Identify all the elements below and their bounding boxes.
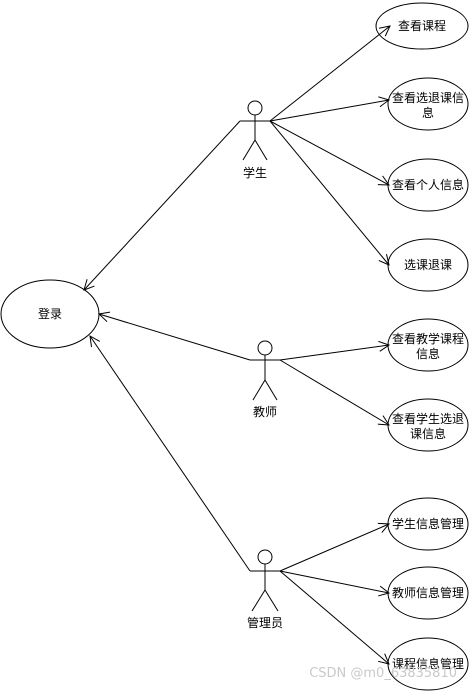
- student-login-link: [84, 120, 241, 290]
- watermark: CSDN @m0_63835810: [309, 666, 457, 681]
- view-courses-label: 查看课程: [398, 18, 446, 33]
- student-selectdrop-link: [269, 120, 389, 265]
- view-teaching-label-2: 信息: [416, 346, 440, 361]
- teacher-studentdrop-link: [279, 359, 389, 425]
- login-label: 登录: [38, 306, 62, 321]
- student-label: 学生: [243, 165, 267, 180]
- view-personal-label: 查看个人信息: [392, 177, 464, 192]
- view-drop-info-label-1: 查看选退课信: [392, 91, 464, 105]
- admin-coursemgmt-link: [279, 570, 389, 664]
- admin-teachermgmt-link: [279, 570, 389, 593]
- select-drop-label: 选课退课: [404, 258, 452, 272]
- student-courses-link: [269, 26, 390, 122]
- teacher-login-link: [99, 314, 251, 361]
- admin-login-link: [90, 336, 251, 572]
- teacher-actor: [250, 340, 280, 401]
- usecase-view-courses: [375, 2, 469, 50]
- view-drop-info-label-2: 息: [422, 105, 434, 120]
- student-personal-link: [269, 120, 389, 185]
- view-student-drop-label-1: 查看学生选退: [392, 411, 464, 426]
- course-mgmt-label: 课程信息管理: [392, 656, 464, 671]
- admin-studentmgmt-link: [279, 524, 389, 572]
- view-student-drop-label-2: 课信息: [410, 426, 446, 441]
- admin-label: 管理员: [247, 615, 283, 630]
- student-actor: [240, 100, 270, 161]
- teacher-teaching-link: [279, 345, 389, 361]
- teacher-mgmt-label: 教师信息管理: [392, 585, 464, 600]
- student-mgmt-label: 学生信息管理: [392, 516, 464, 531]
- admin-actor: [250, 549, 280, 612]
- teacher-label: 教师: [253, 404, 277, 419]
- view-teaching-label-1: 查看教学课程: [392, 331, 464, 346]
- student-dropinfo-link: [269, 100, 389, 122]
